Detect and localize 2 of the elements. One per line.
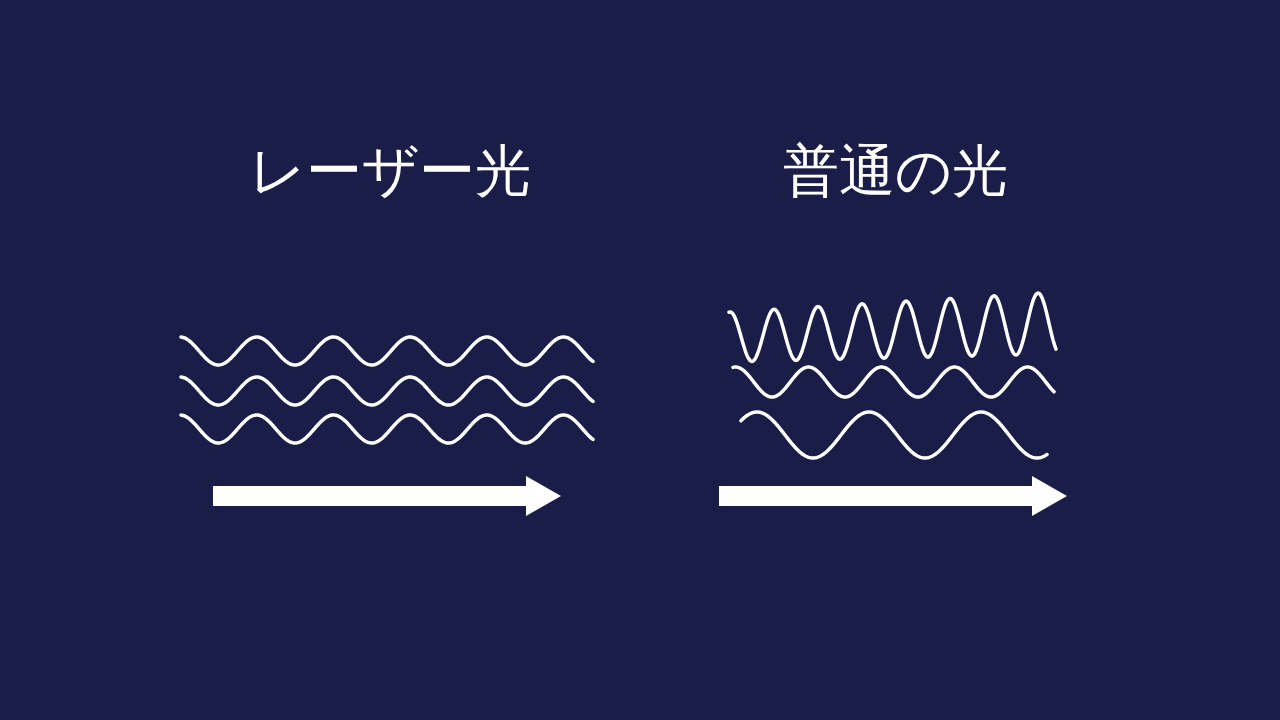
panel-heading: レーザー光 (249, 143, 531, 199)
panel-heading: 普通の光 (782, 143, 1008, 199)
